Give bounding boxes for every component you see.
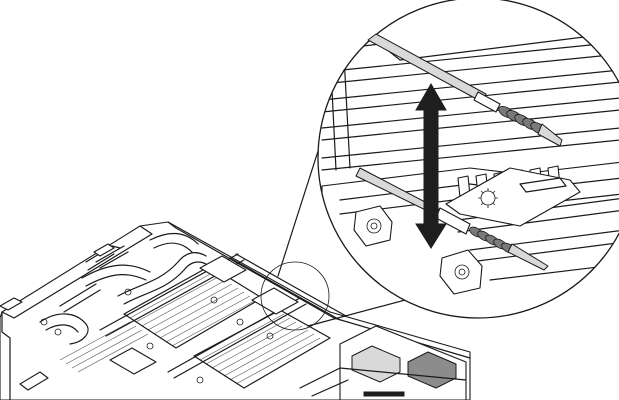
side-pipe <box>85 245 121 271</box>
spudger-tool-icon <box>367 33 563 147</box>
arrow-shaft <box>423 107 439 229</box>
drive-bay-2 <box>407 351 457 389</box>
connector-stub-top <box>93 243 115 257</box>
coolant-loop <box>39 313 89 345</box>
server-tray <box>0 221 471 400</box>
callout-leader-bottom <box>307 295 421 327</box>
coolant-pipe-5 <box>59 283 101 313</box>
spudger-blade <box>367 33 487 103</box>
zoom-latch-left <box>353 205 393 247</box>
arrow-head-down <box>415 223 447 249</box>
zoom-latch-left-screw-inner <box>370 222 378 230</box>
coolant-pipe-4 <box>149 233 199 253</box>
drive-cage-slot <box>363 391 405 397</box>
drive-cage-rail <box>299 367 467 397</box>
zoom-latch-right-screw <box>454 264 470 280</box>
dimm-bank-c <box>59 321 149 373</box>
cold-plate-1 <box>199 255 247 283</box>
coolant-pipe-1 <box>95 245 129 269</box>
coolant-pipe-2 <box>81 264 151 287</box>
zoom-retainer-plate <box>445 167 581 227</box>
spudger-tip <box>537 123 563 147</box>
zoom-latch-right-screw-inner <box>458 268 466 276</box>
cold-plate-2 <box>251 287 299 315</box>
dimm-bank-a <box>129 271 257 347</box>
tray-front-lip <box>1 225 153 319</box>
zoom-latch-right <box>439 249 483 295</box>
spudger-shaft <box>473 91 501 113</box>
callout-magnifier <box>317 0 619 319</box>
zoom-latch-left-screw <box>366 218 382 234</box>
coolant-pipe-3 <box>117 252 207 305</box>
tray-latch <box>19 371 49 391</box>
callout-source-circle <box>260 261 330 331</box>
cold-plate-3 <box>109 347 157 375</box>
connector-stub-left <box>0 297 23 311</box>
tray-left-rail <box>1 311 11 400</box>
gear-marking <box>478 188 498 208</box>
magnifier-ring <box>317 0 619 319</box>
screws <box>40 288 274 384</box>
zoom-plate-slot <box>519 177 567 193</box>
dimm-bank-b <box>199 313 321 385</box>
double-headed-arrow-icon <box>415 82 447 249</box>
